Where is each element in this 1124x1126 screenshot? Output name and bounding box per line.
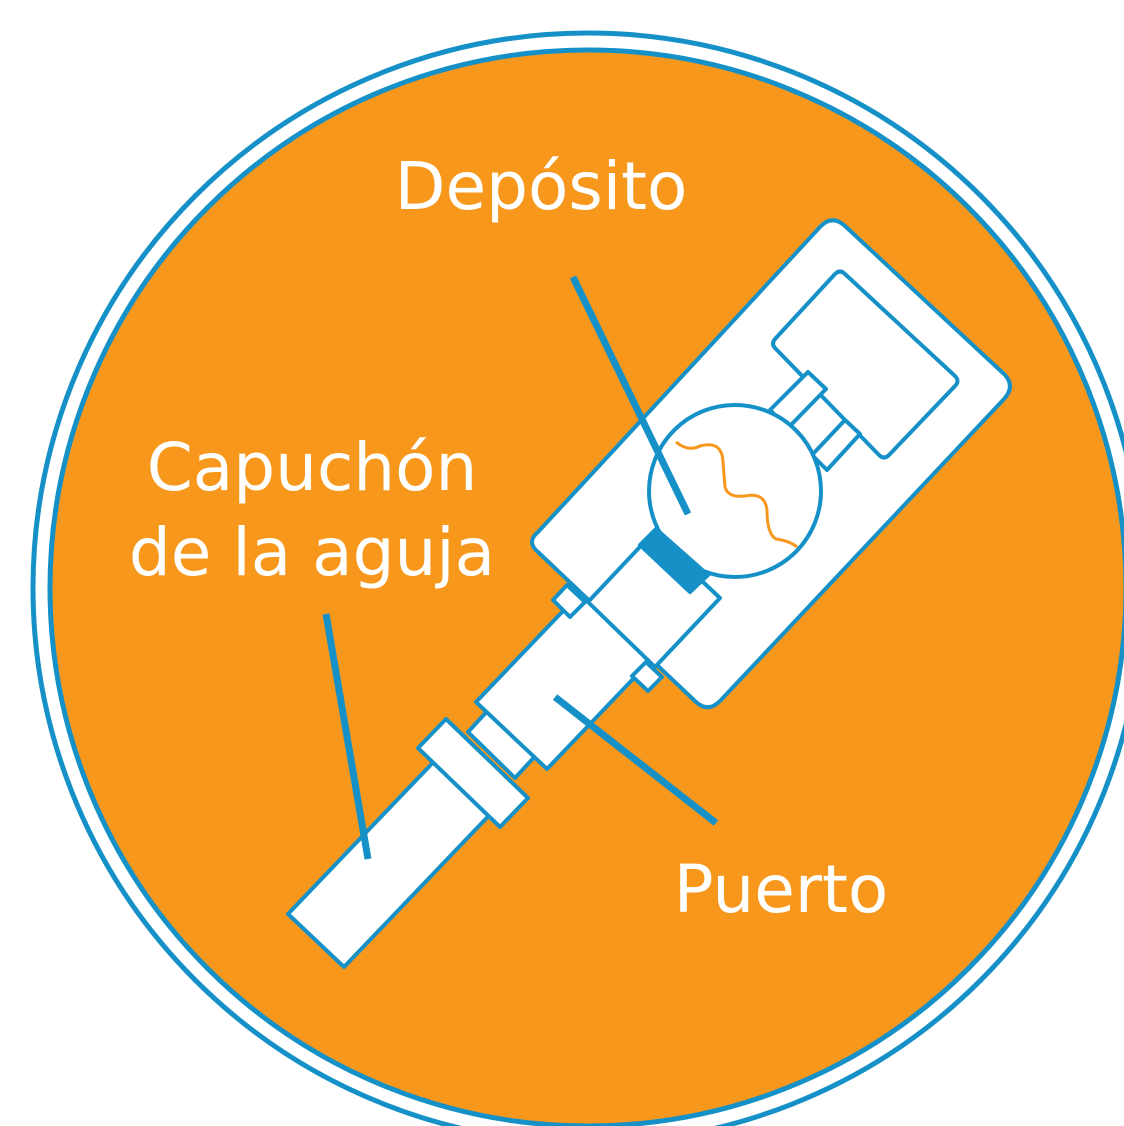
reservoir-leader <box>569 275 692 516</box>
port-label: Puerto <box>674 851 888 928</box>
reservoir-label: Depósito <box>395 148 688 225</box>
plunger <box>638 527 710 594</box>
housing-tab-left <box>551 583 587 619</box>
outer-ring <box>30 30 1124 1126</box>
needle-cap-leader <box>322 613 372 860</box>
tubing-line <box>675 440 798 549</box>
needle-cap-label-line2: de la aguja <box>129 514 495 591</box>
needle-cap-label-line1: Capuchón <box>147 429 478 506</box>
top-window <box>771 269 960 460</box>
device <box>286 218 1012 969</box>
neck-lower <box>810 418 862 472</box>
port-leader <box>552 694 719 826</box>
leader-lines <box>322 275 719 860</box>
cap-collar <box>416 717 530 829</box>
housing-tab-right <box>630 660 664 693</box>
